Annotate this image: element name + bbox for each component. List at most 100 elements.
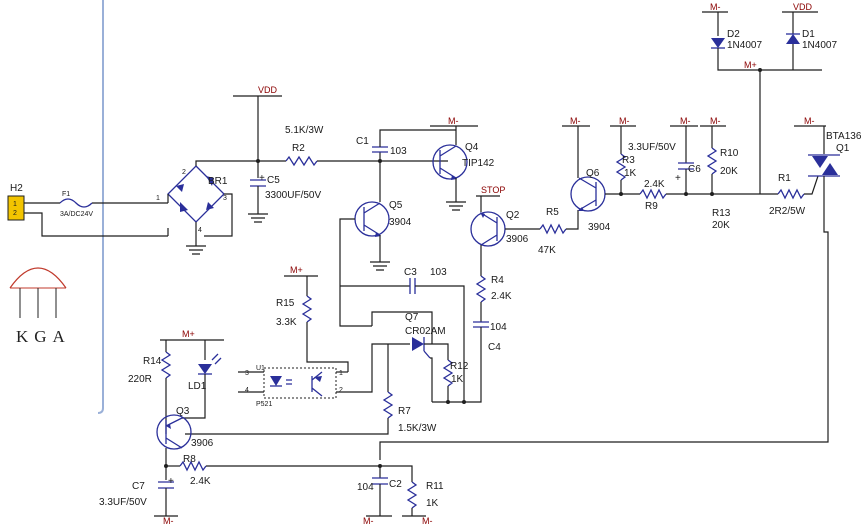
c7-value: 3.3UF/50V (99, 497, 147, 508)
u1-pin2: 2 (339, 387, 343, 394)
m-minus-label-r10: M- (710, 116, 721, 126)
r15-value: 3.3K (276, 317, 297, 328)
br1-pin1: 1 (156, 195, 160, 202)
q7-label: Q7 (405, 312, 419, 323)
bridge-rectifier-br1: BR1 2 1 3 4 (156, 165, 228, 234)
m-minus-label-q4: M- (448, 116, 459, 126)
vdd-label-right: VDD (793, 2, 813, 12)
stop-label: STOP (481, 185, 505, 195)
r3-value: 1K (624, 168, 637, 179)
transistor-q2: Q2 3906 (470, 210, 529, 247)
r11-label: R11 (426, 481, 444, 492)
r12-label: R12 (450, 361, 469, 372)
u1-part: P521 (256, 401, 272, 408)
resistor-r15: R15 3.3K (276, 295, 313, 328)
d1-value: 1N4007 (802, 40, 837, 51)
r8-value: 2.4K (190, 476, 211, 487)
c2-value: 104 (357, 482, 374, 493)
h2-pin1: 1 (13, 201, 17, 208)
r1-value: 2R2/5W (769, 206, 806, 217)
r11-value: 1K (426, 498, 439, 509)
r4-value: 2.4K (491, 291, 512, 302)
r9-value: 2.4K (644, 179, 665, 190)
m-minus-label-r3: M- (619, 116, 630, 126)
f1-value: 3A/DC24V (60, 211, 93, 218)
u1-pin1: 1 (339, 370, 343, 377)
c6-label: C6 (688, 164, 701, 175)
br1-pin2: 2 (182, 169, 186, 176)
capacitor-c5: + C5 3300UF/50V (250, 173, 321, 201)
q4-value: TIP142 (462, 158, 495, 169)
r13-value: 20K (712, 220, 730, 231)
r5-label: R5 (546, 207, 559, 218)
q5-label: Q5 (389, 200, 403, 211)
q6-label: Q6 (586, 168, 600, 179)
r12-value: 1K (451, 374, 464, 385)
m-minus-label-c2: M- (363, 516, 374, 526)
br1-pin4: 4 (198, 227, 202, 234)
r7-value: 1.5K/3W (398, 423, 437, 434)
transistor-q6: Q6 3904 (570, 168, 611, 233)
resistor-r8: R8 2.4K (179, 454, 211, 487)
c3-value: 103 (430, 267, 447, 278)
u1-pin3: 3 (245, 370, 249, 377)
resistor-r12: R12 1K (442, 359, 469, 387)
vdd-label-top: VDD (258, 85, 278, 95)
kga-logo: KGA (9, 267, 67, 346)
q5-value: 3904 (389, 217, 412, 228)
ground-symbol (186, 245, 206, 255)
m-minus-label-q6: M- (570, 116, 581, 126)
ground-symbol (446, 201, 466, 211)
transistor-q3: Q3 3906 (156, 406, 214, 450)
resistor-r14: R14 220R (128, 351, 172, 385)
resistor-r9: 2.4K R9 (639, 179, 667, 212)
ld1-label: LD1 (188, 381, 207, 392)
c5-label: C5 (267, 175, 280, 186)
ground-symbol (370, 261, 390, 271)
m-minus-label-c7: M- (163, 516, 174, 526)
r15-label: R15 (276, 298, 295, 309)
r2-label: R2 (292, 143, 305, 154)
m-minus-label-q1: M- (804, 116, 815, 126)
q2-value: 3906 (506, 234, 529, 245)
page-divider (97, 0, 104, 414)
resistor-r2: 5.1K/3W R2 (285, 125, 324, 167)
led-ld1: LD1 (188, 353, 222, 392)
scr-q7: Q7 CR02AM (405, 312, 446, 359)
c1-value: 103 (390, 146, 407, 157)
q6-value: 3904 (588, 222, 611, 233)
r10-label: R10 (720, 148, 739, 159)
diode-d1: D1 1N4007 (786, 29, 837, 51)
m-plus-label-r14: M+ (182, 329, 195, 339)
resistor-r3: R3 1K (615, 153, 637, 181)
q7-value: CR02AM (405, 326, 446, 337)
r8-label: R8 (183, 454, 196, 465)
c5-plus: + (259, 173, 265, 184)
c7-label: C7 (132, 481, 145, 492)
transistor-q4: Q4 TIP142 (432, 142, 495, 180)
r3-label: R3 (622, 155, 635, 166)
c2-label: C2 (389, 479, 402, 490)
r5-value: 47K (538, 245, 556, 256)
q3-value: 3906 (191, 438, 214, 449)
c1-label: C1 (356, 136, 369, 147)
r2-value: 5.1K/3W (285, 125, 324, 136)
triac-q1: BTA136 Q1 (808, 131, 862, 177)
c7-plus: + (168, 476, 174, 487)
q1-value: BTA136 (826, 131, 862, 142)
c3-label: C3 (404, 267, 417, 278)
c4-value: 104 (490, 322, 507, 333)
c6-plus: + (675, 173, 681, 184)
c6-value: 3.3UF/50V (628, 142, 676, 153)
capacitor-c6: C6 + (675, 162, 701, 184)
optocoupler-u1: U1 P521 3 4 1 2 (245, 365, 343, 408)
r7-label: R7 (398, 406, 411, 417)
br1-label: BR1 (208, 176, 228, 187)
u1-label: U1 (256, 365, 265, 372)
r13-label: R13 (712, 208, 731, 219)
f1-label: F1 (62, 191, 70, 198)
r14-value: 220R (128, 374, 152, 385)
r14-label: R14 (143, 356, 162, 367)
d2-label: D2 (727, 29, 740, 40)
